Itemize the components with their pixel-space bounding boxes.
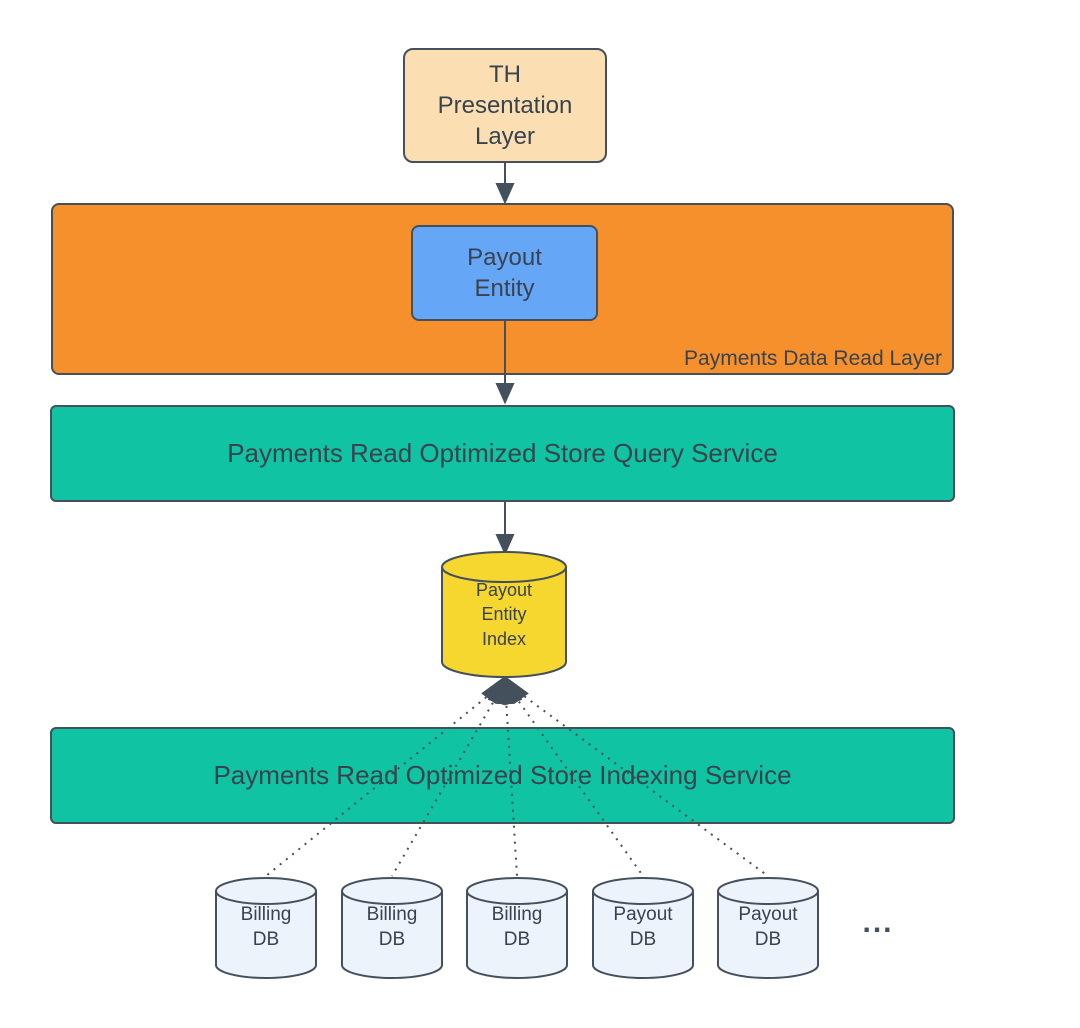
payout-db-label-1: Payout DB	[613, 904, 673, 950]
billing-db-label-1: Billing DB	[240, 904, 292, 950]
billing-db-label-3: Billing DB	[491, 904, 543, 950]
arrow-presentation-to-read-layer	[495, 163, 515, 205]
billing-db-label-2: Billing DB	[366, 904, 418, 950]
fan-arrowheads-icon	[481, 676, 529, 706]
indexing-service-bar: Payments Read Optimized Store Indexing S…	[50, 727, 955, 824]
payout-db-label-2: Payout DB	[738, 904, 798, 950]
read-layer-caption: Payments Data Read Layer	[684, 347, 942, 370]
query-service-bar: Payments Read Optimized Store Query Serv…	[50, 405, 955, 502]
more-databases-ellipsis: ...	[862, 906, 894, 939]
arrow-query-service-to-index	[495, 502, 515, 556]
presentation-layer-node: TH Presentation Layer	[403, 48, 607, 163]
index-cylinder-label: Payout Entity Index	[475, 580, 533, 649]
payout-entity-node: Payout Entity	[411, 225, 598, 321]
